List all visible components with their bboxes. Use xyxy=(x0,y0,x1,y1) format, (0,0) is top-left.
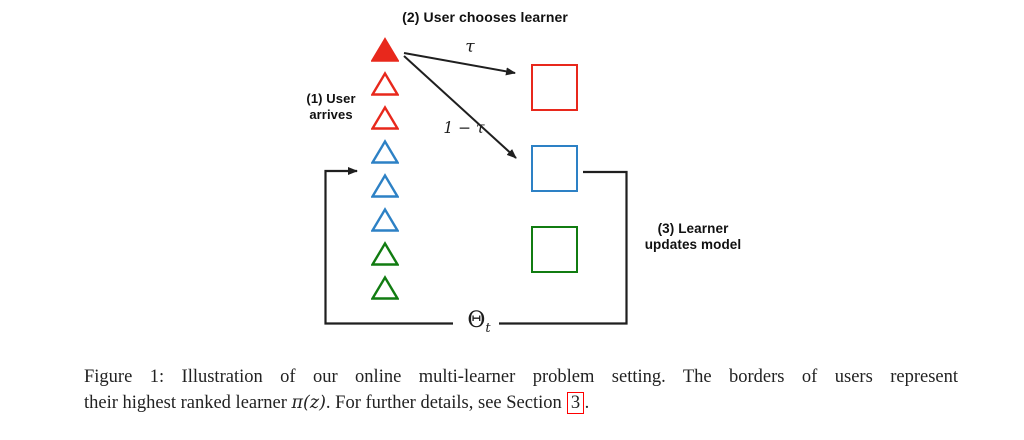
learner-box-blue xyxy=(531,145,578,192)
step1-label-line1: (1) User xyxy=(306,91,356,106)
caption-line2-text1: their highest ranked learner xyxy=(84,393,292,413)
caption-line1: Figure 1: Illustration of our online mul… xyxy=(84,367,958,387)
theta-symbol: Θ xyxy=(467,308,486,333)
user-triangle-green xyxy=(371,275,399,300)
caption-line2: their highest ranked learner π(z). For f… xyxy=(84,390,958,416)
user-triangle-red xyxy=(371,105,399,130)
user-triangle-green xyxy=(371,241,399,266)
step1-label-line2: arrives xyxy=(309,106,353,122)
theta-label: Θt xyxy=(459,308,499,336)
caption-line2-text2: . For further details, see Section xyxy=(325,393,567,413)
one-minus-tau-label: 1 − τ xyxy=(443,119,485,137)
step3-label-line2: updates model xyxy=(644,236,742,252)
caption-line2-period: . xyxy=(584,393,590,413)
user-triangle-blue xyxy=(371,139,399,164)
user-queue xyxy=(371,37,399,301)
figure-caption: Figure 1: Illustration of our online mul… xyxy=(84,364,958,416)
learner-column xyxy=(531,64,578,273)
learner-box-red xyxy=(531,64,578,111)
one-minus-tau-arrow xyxy=(403,55,517,159)
user-triangle-blue xyxy=(371,173,399,198)
step3-label: (3) Learner updates model xyxy=(633,221,753,252)
theta-subscript: t xyxy=(485,321,491,336)
learner-box-green xyxy=(531,226,578,273)
step3-label-line1: (3) Learner xyxy=(657,221,729,236)
section-3-link[interactable]: 3 xyxy=(567,392,584,414)
tau-label: τ xyxy=(465,37,475,57)
user-triangle-red xyxy=(371,71,399,96)
caption-pi-expression: π(z) xyxy=(291,393,326,413)
step1-label: (1) User arrives xyxy=(294,91,368,122)
user-triangle-blue xyxy=(371,207,399,232)
step2-title: (2) User chooses learner xyxy=(402,9,568,25)
user-triangle-red-filled xyxy=(371,37,399,62)
